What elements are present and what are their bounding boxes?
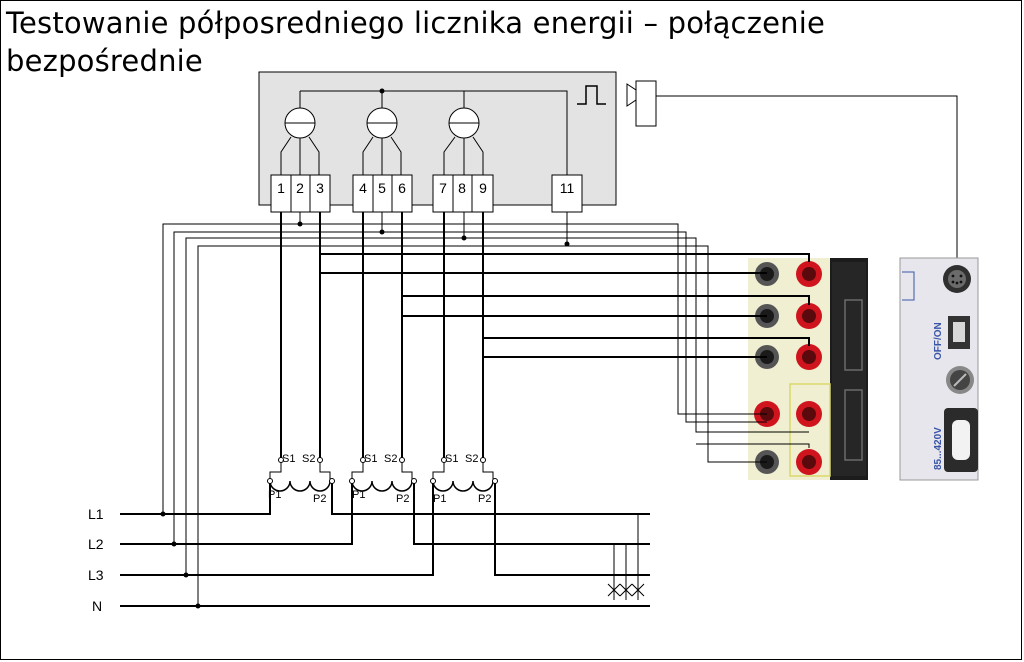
diagram-title: Testowanie półposredniego licznika energ… bbox=[6, 4, 986, 80]
line-l3-label: L3 bbox=[88, 567, 104, 583]
supply-lines bbox=[120, 483, 650, 607]
title-line-1: Testowanie półposredniego licznika energ… bbox=[6, 6, 826, 40]
ct1-p2-label: P2 bbox=[313, 493, 326, 505]
terminal-7-label: 7 bbox=[439, 180, 447, 196]
ct2-s2-label: S2 bbox=[384, 453, 397, 465]
ct3-p1-label: P1 bbox=[433, 493, 446, 505]
ct1-s1-label: S1 bbox=[282, 453, 295, 465]
test-device-sockets bbox=[748, 258, 868, 480]
terminal-8-label: 8 bbox=[458, 180, 466, 196]
measuring-element-2 bbox=[362, 107, 402, 175]
measuring-element-3 bbox=[443, 107, 484, 175]
ct3-s1-label: S1 bbox=[445, 453, 458, 465]
current-transformer-3: S1 S2 P1 P2 bbox=[430, 212, 498, 505]
terminal-1-label: 1 bbox=[277, 180, 285, 196]
terminal-11 bbox=[551, 174, 583, 213]
power-switch-label: OFF/ON bbox=[933, 322, 944, 360]
terminal-block: 1 2 3 4 5 6 7 8 9 11 bbox=[270, 174, 583, 213]
pulse-icon bbox=[577, 85, 606, 105]
voltage-label: 85...420V bbox=[933, 427, 944, 470]
terminal-4-label: 4 bbox=[359, 180, 367, 196]
line-l2-label: L2 bbox=[88, 536, 104, 552]
ground-shorts bbox=[607, 514, 645, 600]
current-transformer-1: S1 S2 P1 P2 bbox=[267, 212, 335, 505]
ct1-p1-label: P1 bbox=[268, 489, 281, 501]
optical-sensor bbox=[626, 80, 958, 262]
terminal-5-label: 5 bbox=[378, 180, 386, 196]
measuring-element-1 bbox=[280, 107, 320, 175]
line-l1-label: L1 bbox=[88, 506, 104, 522]
current-circuit-wires bbox=[319, 212, 810, 358]
terminal-6-label: 6 bbox=[398, 180, 406, 196]
ct2-p1-label: P1 bbox=[352, 489, 365, 501]
ct2-s1-label: S1 bbox=[364, 453, 377, 465]
ct3-s2-label: S2 bbox=[465, 453, 478, 465]
ct3-p2-label: P2 bbox=[478, 493, 491, 505]
ct1-s2-label: S2 bbox=[302, 453, 315, 465]
test-device-panel: OFF/ON 85...420V bbox=[899, 257, 979, 481]
terminal-2-label: 2 bbox=[296, 180, 304, 196]
voltage-sense-wires bbox=[162, 212, 810, 605]
line-n-label: N bbox=[92, 598, 102, 614]
terminal-11-label: 11 bbox=[560, 180, 575, 196]
title-line-2: bezpośrednie bbox=[6, 44, 203, 78]
current-transformer-2: S1 S2 P1 P2 bbox=[349, 212, 417, 505]
ct2-p2-label: P2 bbox=[396, 493, 409, 505]
terminal-9-label: 9 bbox=[479, 180, 487, 196]
terminal-3-label: 3 bbox=[316, 180, 324, 196]
